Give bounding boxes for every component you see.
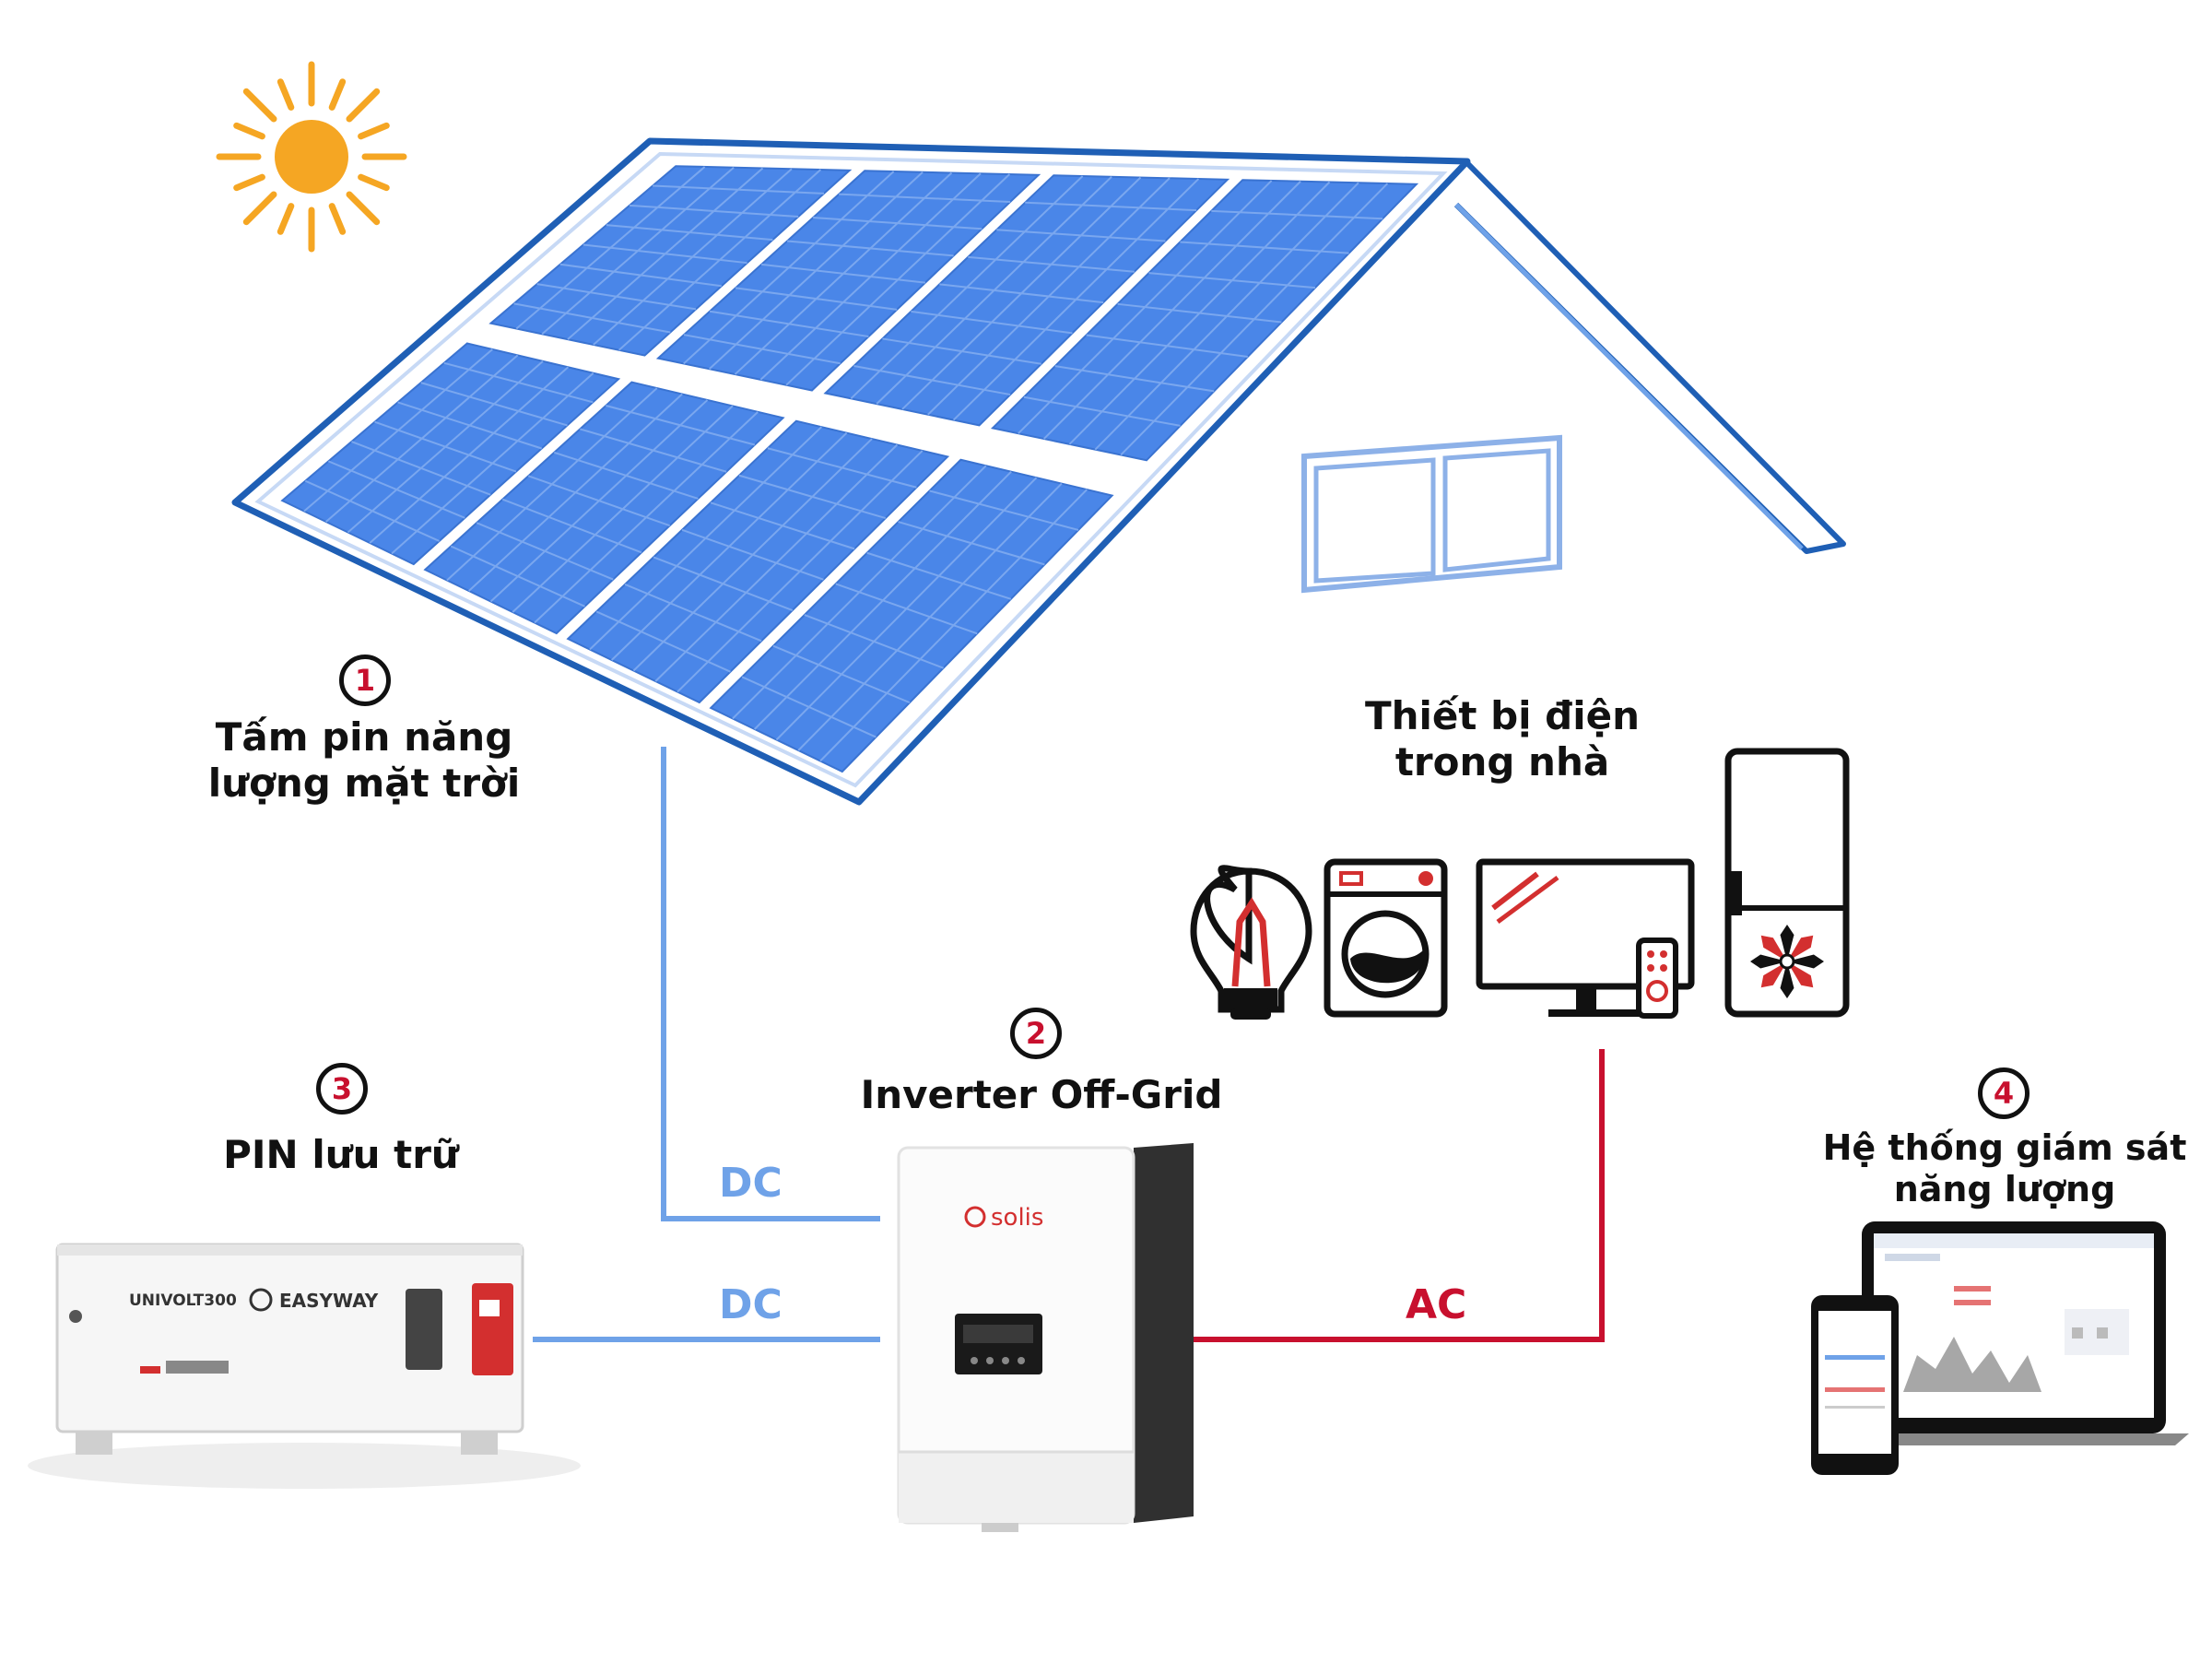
wire-label-ac: AC — [1406, 1281, 1467, 1328]
ac-wire-appliances — [1189, 1049, 1605, 1342]
house-window — [1301, 434, 1562, 594]
light-bulb-icon — [1190, 865, 1312, 1020]
label-monitoring-line1: Hệ thống giám sát — [1822, 1127, 2187, 1168]
label-appliances: Thiết bị điện trong nhà — [1313, 693, 1691, 784]
appliances-group — [1190, 748, 1850, 1020]
label-solar-panels-line2: lượng mặt trời — [207, 760, 521, 806]
house-outline — [1301, 159, 1846, 594]
step-badge-1: 1 — [339, 655, 391, 706]
refrigerator-icon — [1724, 748, 1850, 1018]
label-monitoring: Hệ thống giám sát năng lượng — [1820, 1127, 2189, 1210]
label-monitoring-line2: năng lượng — [1893, 1168, 2116, 1209]
wire-label-dc-bottom: DC — [719, 1281, 782, 1328]
label-battery-line1: PIN lưu trữ — [223, 1132, 459, 1177]
label-inverter: Inverter Off-Grid — [811, 1072, 1272, 1118]
step-badge-2: 2 — [1010, 1008, 1062, 1059]
sun-icon — [216, 61, 407, 253]
label-solar-panels-line1: Tấm pin năng — [215, 714, 513, 760]
label-appliances-line1: Thiết bị điện — [1364, 693, 1641, 738]
monitoring-devices — [1811, 1221, 2189, 1475]
inverter-brand-label: solis — [991, 1204, 1043, 1232]
remote-control-icon — [1636, 938, 1678, 1019]
wire-label-dc-top: DC — [719, 1160, 782, 1207]
step-badge-3: 3 — [316, 1063, 368, 1115]
wires — [533, 747, 1605, 1342]
label-battery: PIN lưu trữ — [166, 1132, 516, 1178]
snowflake-icon — [1750, 925, 1824, 998]
label-inverter-line1: Inverter Off-Grid — [860, 1072, 1223, 1117]
battery-unit: UNIVOLT300 EASYWAY — [28, 1243, 581, 1489]
battery-logo-label: EASYWAY — [279, 1290, 379, 1312]
solar-panels — [280, 165, 1419, 773]
dc-wire-panels — [661, 747, 880, 1221]
washing-machine-icon — [1324, 858, 1448, 1018]
step-badge-4: 4 — [1978, 1067, 2030, 1119]
roof-solar-array — [231, 137, 1471, 806]
label-appliances-line2: trong nhà — [1394, 738, 1610, 784]
battery-model-label: UNIVOLT300 — [129, 1291, 237, 1310]
inverter-unit: solis — [897, 1143, 1194, 1532]
label-solar-panels: Tấm pin năng lượng mặt trời — [166, 714, 562, 806]
